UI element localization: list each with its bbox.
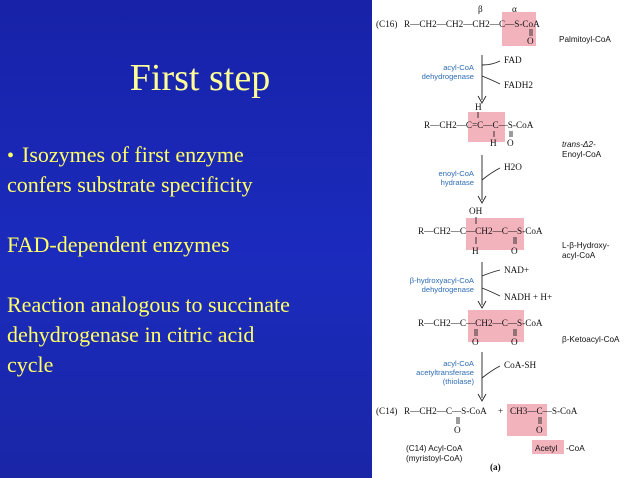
enzyme-thiolase: acetyltransferase — [416, 368, 474, 377]
cofactor-curve — [481, 365, 501, 379]
enzyme-enoyl-coa-hydratase: hydratase — [441, 178, 474, 187]
arrowhead-icon — [477, 393, 487, 402]
bullet-text: Isozymes of first enzyme — [22, 142, 244, 167]
alpha-label: α — [512, 4, 517, 14]
nad-label: NAD+ — [504, 265, 529, 275]
keto-highlight — [468, 310, 524, 342]
coash-label: CoA-SH — [504, 360, 537, 370]
acetyl-coa-name: -CoA — [566, 444, 585, 453]
pathway-figure: β α (C16) R—CH2—CH2—CH2—C—S-CoA O Palmit… — [372, 0, 638, 478]
oxygen-label: O — [472, 337, 479, 347]
body-line: confers substrate specificity — [7, 172, 253, 197]
enoyl-coa-name: trans-Δ2- — [562, 140, 596, 149]
ketoacyl-formula: R—CH2—C—CH2—C—S-CoA — [418, 318, 543, 328]
myristoyl-coa-name: (C14) Acyl-CoA — [406, 444, 463, 453]
cofactor-curve — [481, 60, 501, 66]
myristoyl-coa-name: (myristoyl-CoA) — [406, 454, 463, 463]
enzyme-hydroxyacyl-coa-dehydrogenase: β-hydroxyacyl-CoA — [410, 276, 475, 285]
enzyme-enoyl-coa-hydratase: enoyl-CoA — [439, 169, 475, 178]
acetyl-highlight — [507, 404, 547, 436]
panel-label: (a) — [490, 462, 501, 472]
water-label: H2O — [504, 162, 522, 172]
oxygen-label: O — [511, 337, 518, 347]
body-line: cycle — [7, 352, 54, 377]
oxygen-label: O — [454, 425, 461, 435]
slide-body: • Isozymes of first enzyme confers substr… — [7, 140, 367, 380]
cofactor-curve — [481, 75, 501, 85]
body-line: Reaction analogous to succinate — [7, 292, 290, 317]
c16-label: (C16) — [376, 19, 397, 29]
body-line: FAD-dependent enzymes — [7, 232, 230, 257]
body-line: dehydrogenase in citric acid — [7, 322, 255, 347]
beta-label: β — [478, 4, 483, 14]
enzyme-thiolase: (thiolase) — [443, 377, 475, 386]
fad-label: FAD — [504, 55, 522, 65]
h-bottom-label: H — [490, 138, 497, 148]
arrowhead-icon — [477, 195, 487, 204]
fadh2-label: FADH2 — [504, 80, 533, 90]
c14-label: (C14) — [376, 406, 397, 416]
plus-sign: + — [498, 406, 503, 416]
oxygen-label: O — [511, 246, 518, 256]
body-line — [7, 200, 367, 230]
enoyl-formula: R—CH2—C=C—C—S-CoA — [424, 120, 534, 130]
h-bottom-label: H — [472, 246, 479, 256]
enzyme-acyl-coa-dehydrogenase: dehydrogenase — [422, 72, 474, 81]
hydroxyacyl-formula: R—CH2—C—CH2—C—S-CoA — [418, 226, 543, 236]
ketoacyl-coa-name: β-Ketoacyl-CoA — [562, 335, 620, 344]
bullet-dot-icon: • — [7, 145, 15, 167]
cofactor-curve — [481, 269, 501, 277]
h-top-label: H — [475, 102, 482, 112]
pathway-diagram: β α (C16) R—CH2—CH2—CH2—C—S-CoA O Palmit… — [376, 4, 620, 472]
arrowhead-icon — [477, 95, 487, 104]
acetyl-name: Acetyl — [535, 444, 557, 453]
enoyl-coa-name: Enoyl-CoA — [562, 150, 602, 159]
oxygen-label: O — [536, 425, 543, 435]
double-bond-highlight — [468, 112, 505, 142]
acetyl-coa-formula: CH3—C—S-CoA — [510, 406, 578, 416]
palmitoyl-coa-name: Palmitoyl-CoA — [559, 35, 611, 44]
bullet-item: • Isozymes of first enzyme — [7, 140, 367, 170]
oxygen-label: O — [507, 138, 514, 148]
body-line — [7, 260, 367, 290]
palmitoyl-formula: R—CH2—CH2—CH2—C—S-CoA — [404, 19, 540, 29]
oxygen-label: O — [527, 36, 534, 46]
nadh-label: NADH + H+ — [504, 292, 552, 302]
enzyme-thiolase: acyl-CoA — [443, 359, 475, 368]
arrowhead-icon — [477, 300, 487, 309]
hydroxyacyl-coa-name: L-β-Hydroxy- — [562, 241, 610, 250]
enzyme-hydroxyacyl-coa-dehydrogenase: dehydrogenase — [422, 285, 474, 294]
cofactor-curve — [481, 167, 501, 181]
oh-label: OH — [469, 206, 483, 216]
myristoyl-formula: R—CH2—C—S-CoA — [404, 406, 487, 416]
slide-title: First step — [129, 57, 271, 99]
cofactor-curve — [481, 287, 501, 297]
acetyl-name-highlight — [532, 440, 564, 454]
enzyme-acyl-coa-dehydrogenase: acyl-CoA — [443, 63, 475, 72]
hydroxyacyl-coa-name: acyl-CoA — [562, 251, 596, 260]
